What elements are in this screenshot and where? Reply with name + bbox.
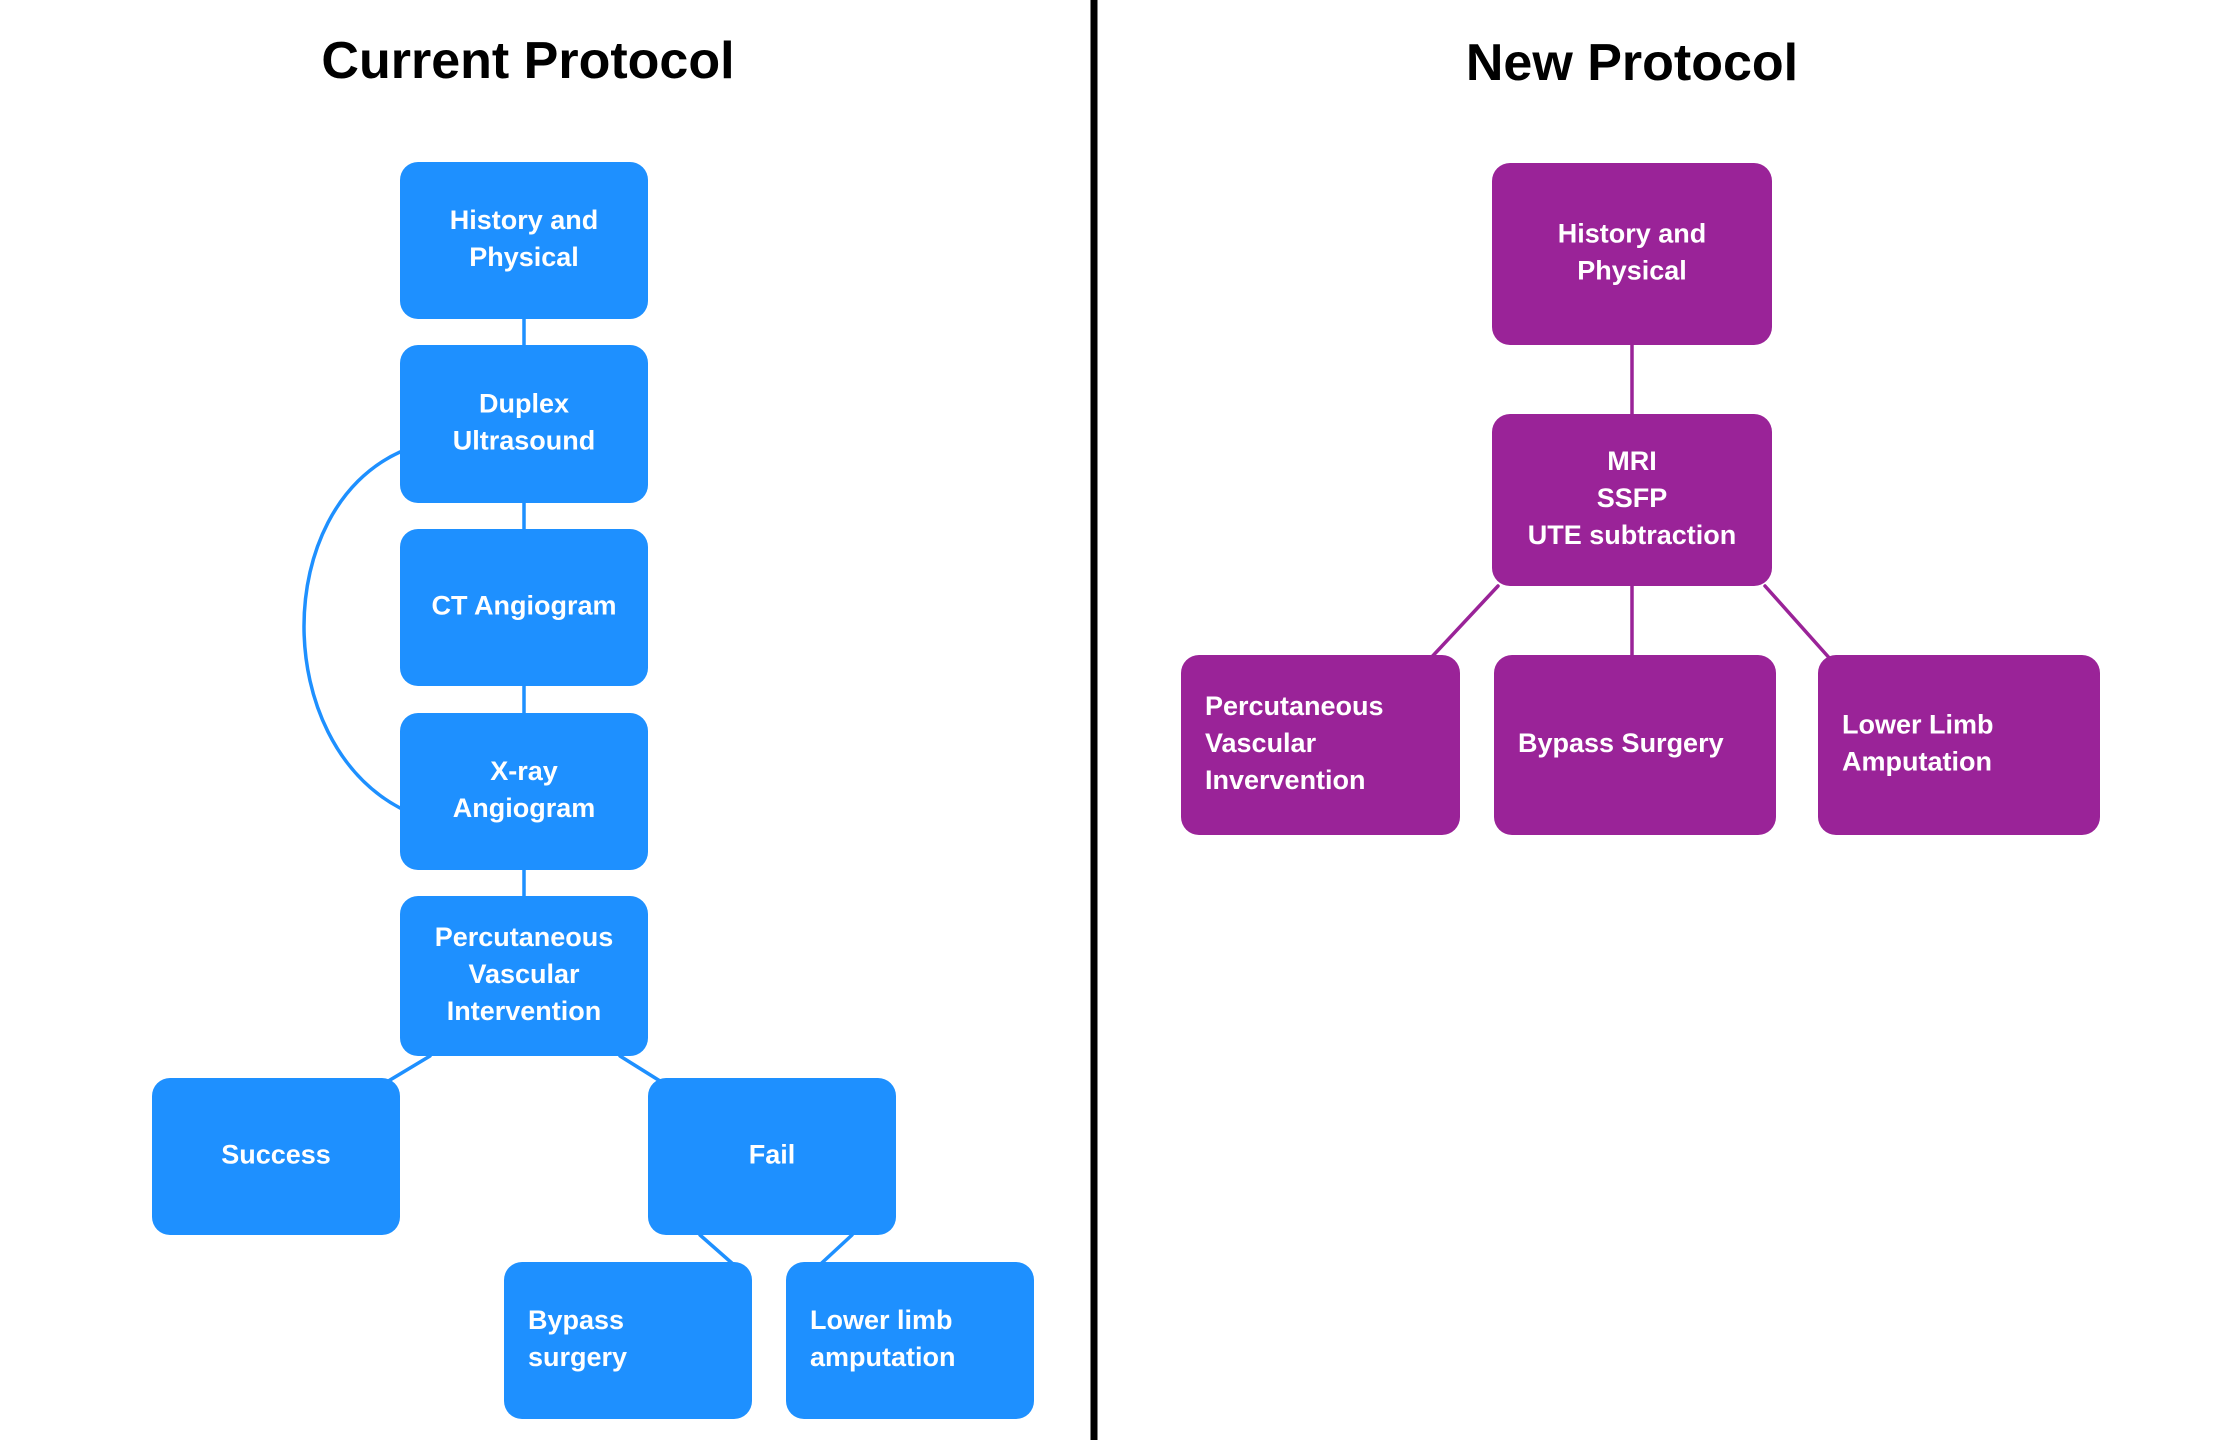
node-label-line: Physical	[469, 242, 579, 272]
node-box	[400, 529, 648, 686]
node-label-line: Angiogram	[453, 793, 596, 823]
node-label-line: SSFP	[1597, 483, 1668, 513]
node-label-line: Percutaneous	[1205, 691, 1384, 721]
node-current-protocol-fail[interactable]: Fail	[648, 1078, 896, 1235]
node-box	[504, 1262, 752, 1419]
node-box	[1494, 655, 1776, 835]
node-label-line: Vascular	[468, 959, 580, 989]
node-new-protocol-mri-ssfp-ute-subtraction[interactable]: MRI SSFP UTE subtraction	[1492, 414, 1772, 586]
node-box	[152, 1078, 400, 1235]
node-box	[1818, 655, 2100, 835]
node-new-protocol-bypass-surgery[interactable]: Bypass Surgery	[1494, 655, 1776, 835]
node-label-line: Ultrasound	[453, 426, 596, 456]
node-label-line: Intervention	[447, 996, 602, 1026]
panel-title-current-protocol: Current Protocol	[321, 32, 734, 90]
node-label-line: Invervention	[1205, 765, 1366, 795]
node-label-line: Duplex	[479, 389, 569, 419]
title-layer: Current Protocol New Protocol	[321, 32, 1798, 92]
node-current-protocol-ct-angiogram[interactable]: CT Angiogram	[400, 529, 648, 686]
connector-mri-to-amputation	[1763, 584, 1834, 663]
node-box	[400, 713, 648, 870]
node-label-line: Percutaneous	[435, 922, 614, 952]
node-label-line: MRI	[1607, 446, 1657, 476]
node-label-line: Vascular	[1205, 728, 1317, 758]
node-label-line: surgery	[528, 1342, 627, 1372]
connector-mri-to-pvi	[1426, 584, 1500, 663]
panel-title-new-protocol: New Protocol	[1466, 34, 1798, 92]
node-label-line: Lower Limb	[1842, 710, 1994, 740]
node-box	[1181, 655, 1460, 835]
node-label-line: Lower limb	[810, 1305, 953, 1335]
node-box	[400, 896, 648, 1056]
node-label-line: Success	[221, 1140, 331, 1170]
node-box	[1492, 414, 1772, 586]
node-box	[648, 1078, 896, 1235]
node-label-line: Fail	[749, 1140, 796, 1170]
node-label-line: Bypass	[528, 1305, 624, 1335]
node-box	[786, 1262, 1034, 1419]
node-label-line: amputation	[810, 1342, 956, 1372]
connector-duplex-to-xray-bypass	[302, 450, 402, 810]
connector-layer	[302, 317, 1834, 1274]
node-label-line: X-ray	[490, 756, 558, 786]
node-box	[400, 345, 648, 503]
node-current-protocol-success[interactable]: Success	[152, 1078, 400, 1235]
node-label-line: Amputation	[1842, 747, 1992, 777]
node-label-line: CT Angiogram	[432, 591, 617, 621]
node-label-line: Physical	[1577, 256, 1687, 286]
node-label-line: History and	[1558, 219, 1707, 249]
node-label-line: UTE subtraction	[1528, 520, 1737, 550]
node-label-line: Bypass Surgery	[1518, 728, 1724, 758]
node-current-protocol-bypass-surgery[interactable]: Bypass surgery	[504, 1262, 752, 1419]
node-box	[1492, 163, 1772, 345]
node-current-protocol-lower-limb-amputation[interactable]: Lower limb amputation	[786, 1262, 1034, 1419]
node-label-line: History and	[450, 205, 599, 235]
node-box	[400, 162, 648, 319]
